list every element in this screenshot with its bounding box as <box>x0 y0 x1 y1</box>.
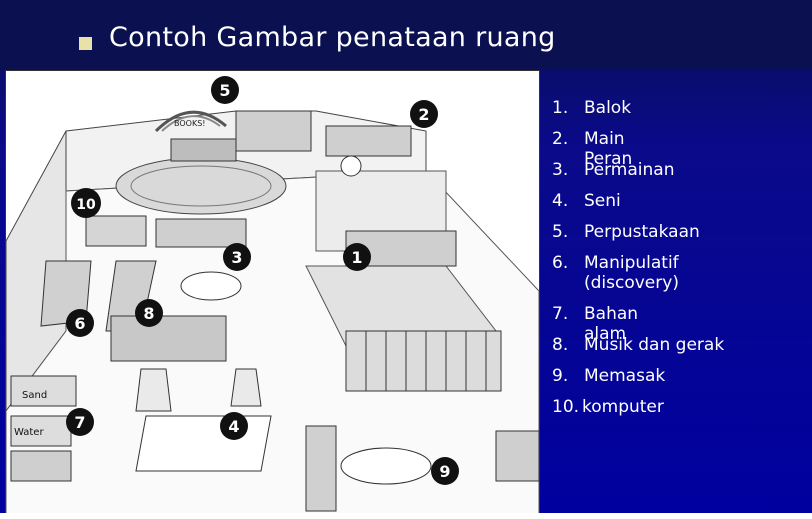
legend-item: 7.Bahan alam <box>552 304 639 344</box>
title-bar <box>0 0 812 70</box>
legend-item: 2.Main Peran <box>552 129 633 169</box>
svg-text:4: 4 <box>228 417 239 436</box>
books-sign: BOOKS! <box>174 119 205 128</box>
marker-5: 5 <box>211 76 239 104</box>
legend-item: 10.komputer <box>552 397 664 417</box>
sand-table-label: Sand <box>22 390 47 401</box>
legend-item: 6.Manipulatif (discovery) <box>552 253 679 293</box>
svg-text:8: 8 <box>143 304 154 323</box>
classroom-floor-plan: BOOKS! <box>5 70 540 517</box>
water-table-label: Water <box>14 427 44 438</box>
marker-7: 7 <box>66 408 94 436</box>
floor-plan-drawing: BOOKS! <box>6 71 539 516</box>
svg-text:1: 1 <box>351 248 362 267</box>
svg-text:10: 10 <box>76 197 96 213</box>
square-bullet-icon <box>79 37 92 50</box>
center-legend-list: 1.Balok 2.Main Peran 3.Permainan 4.Seni … <box>552 98 725 428</box>
svg-text:9: 9 <box>439 462 450 481</box>
marker-3: 3 <box>223 243 251 271</box>
slide-title: Contoh Gambar penataan ruang <box>109 22 556 53</box>
legend-item: 3.Permainan <box>552 160 675 180</box>
marker-9: 9 <box>431 457 459 485</box>
legend-item: 5.Perpustakaan <box>552 222 700 242</box>
legend-item: 1.Balok <box>552 98 632 118</box>
legend-item: 9.Memasak <box>552 366 666 386</box>
svg-text:6: 6 <box>74 314 85 333</box>
slide-bottom-edge <box>0 513 812 519</box>
marker-10: 10 <box>71 188 101 218</box>
svg-text:3: 3 <box>231 248 242 267</box>
marker-8: 8 <box>135 299 163 327</box>
legend-item: 4.Seni <box>552 191 621 211</box>
svg-text:7: 7 <box>74 413 85 432</box>
marker-4: 4 <box>220 412 248 440</box>
marker-1: 1 <box>343 243 371 271</box>
svg-text:2: 2 <box>418 105 429 124</box>
legend-item: 8.Musik dan gerak <box>552 335 725 355</box>
marker-6: 6 <box>66 309 94 337</box>
svg-text:5: 5 <box>219 81 230 100</box>
marker-2: 2 <box>410 100 438 128</box>
